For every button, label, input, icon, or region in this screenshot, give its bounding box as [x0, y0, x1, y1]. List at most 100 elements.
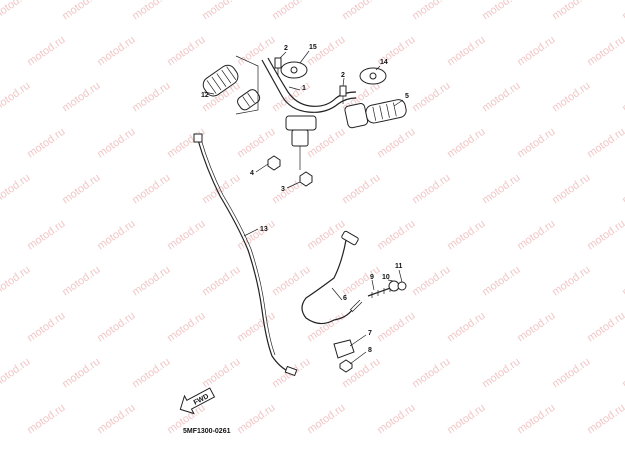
bolt-left: [274, 57, 282, 76]
cable-bracket: [333, 339, 355, 359]
callout-6: 6: [343, 295, 347, 302]
watermark-text: motod.ru: [165, 34, 207, 69]
watermark-text: motod.ru: [445, 218, 487, 253]
callout-7: 7: [368, 330, 372, 337]
watermark-text: motod.ru: [0, 0, 33, 22]
watermark-text: motod.ru: [515, 126, 557, 161]
watermark-text: motod.ru: [550, 80, 592, 115]
watermark-text: motod.ru: [235, 402, 277, 437]
watermark-text: motod.ru: [515, 218, 557, 253]
watermark-text: motod.ru: [130, 0, 172, 22]
mirror-boss-right: [359, 67, 387, 85]
watermark-text: motod.ru: [515, 310, 557, 345]
watermark-text: motod.ru: [130, 172, 172, 207]
watermark-text: motod.ru: [340, 0, 382, 22]
brake-cable: [301, 230, 363, 325]
watermark-text: motod.ru: [585, 34, 625, 69]
handlebar-assembly: [202, 55, 407, 187]
callout-15: 15: [309, 44, 317, 51]
watermark-text: motod.ru: [445, 34, 487, 69]
watermark-text: motod.ru: [25, 126, 67, 161]
callout-12: 12: [201, 92, 209, 99]
watermark-text: motod.ru: [95, 402, 137, 437]
callout-labels: 1 2 2 3 4 5 6 7 8 9 10 11 12 13 14 15: [201, 44, 409, 354]
callout-9: 9: [370, 274, 374, 281]
watermark-text: motod.ru: [200, 356, 242, 391]
watermark-text: motod.ru: [480, 80, 522, 115]
callout-2-left: 2: [284, 45, 288, 52]
watermark-text: motod.ru: [25, 402, 67, 437]
watermark-text: motod.ru: [130, 80, 172, 115]
callout-2-right: 2: [341, 72, 345, 79]
watermark-text: motod.ru: [165, 126, 207, 161]
watermark-text: motod.ru: [305, 34, 347, 69]
watermark-text: motod.ru: [375, 310, 417, 345]
watermark-text: motod.ru: [165, 218, 207, 253]
watermark-text: motod.ru: [410, 264, 452, 299]
watermark-text: motod.ru: [585, 126, 625, 161]
watermark-text: motod.ru: [60, 0, 102, 22]
callout-13: 13: [260, 226, 268, 233]
callout-1: 1: [302, 85, 306, 92]
watermark-text: motod.ru: [270, 0, 312, 22]
watermark-text: motod.ru: [60, 356, 102, 391]
watermark-text: motod.ru: [480, 356, 522, 391]
watermark-text: motod.ru: [620, 0, 625, 22]
watermark-text: motod.ru: [550, 264, 592, 299]
watermark-text: motod.ru: [410, 80, 452, 115]
watermark-text: motod.ru: [410, 0, 452, 22]
watermark-text: motod.ru: [200, 264, 242, 299]
watermark-text: motod.ru: [165, 310, 207, 345]
watermark-text: motod.ru: [270, 264, 312, 299]
watermark-text: motod.ru: [620, 172, 625, 207]
watermark-text: motod.ru: [585, 310, 625, 345]
callout-14: 14: [380, 59, 388, 66]
watermark-text: motod.ru: [375, 126, 417, 161]
watermark-text: motod.ru: [95, 126, 137, 161]
watermark-text: motod.ru: [60, 80, 102, 115]
watermark-text: motod.ru: [410, 356, 452, 391]
callout-8: 8: [368, 347, 372, 354]
watermark-text: motod.ru: [585, 218, 625, 253]
callout-10: 10: [382, 274, 390, 281]
watermark-text: motod.ru: [620, 356, 625, 391]
watermark-text: motod.ru: [25, 218, 67, 253]
watermark-text: motod.ru: [550, 172, 592, 207]
callout-4: 4: [250, 170, 254, 177]
watermark-text: motod.ru: [95, 218, 137, 253]
watermark-text: motod.ru: [445, 402, 487, 437]
forward-arrow-icon: FWD: [179, 387, 216, 415]
left-grip-end: [237, 89, 261, 111]
callout-11: 11: [395, 263, 403, 270]
watermark-text: motod.ru: [620, 80, 625, 115]
watermark-text: motod.ru: [60, 264, 102, 299]
watermark-text: motod.ru: [585, 402, 625, 437]
watermark-text: motod.ru: [305, 126, 347, 161]
watermark-text: motod.ru: [305, 218, 347, 253]
watermark-text: motod.ru: [235, 126, 277, 161]
watermark-text: motod.ru: [130, 356, 172, 391]
handlebar-clamp: [285, 115, 317, 170]
watermark-text: motod.ru: [95, 310, 137, 345]
watermark-text: motod.ru: [480, 264, 522, 299]
watermark-text: motod.ru: [25, 310, 67, 345]
leader-lines: [203, 50, 404, 365]
callout-3: 3: [281, 186, 285, 193]
watermark-text: motod.ru: [480, 0, 522, 22]
watermark-text: motod.ru: [410, 172, 452, 207]
left-grip: [202, 64, 239, 97]
watermark-text: motod.ru: [620, 264, 625, 299]
watermark-text: motod.ru: [515, 402, 557, 437]
watermark-text: motod.ru: [480, 172, 522, 207]
nut: [267, 155, 281, 171]
watermark-text: motod.ru: [305, 310, 347, 345]
mirror-boss-left: [280, 61, 308, 79]
diagram-code: 5MF1300-0261: [183, 428, 231, 435]
adjuster-pin: [397, 281, 407, 291]
watermark-text: motod.ru: [25, 34, 67, 69]
watermark-text: motod.ru: [200, 0, 242, 22]
watermark-text: motod.ru: [340, 172, 382, 207]
watermark-text: motod.ru: [130, 264, 172, 299]
